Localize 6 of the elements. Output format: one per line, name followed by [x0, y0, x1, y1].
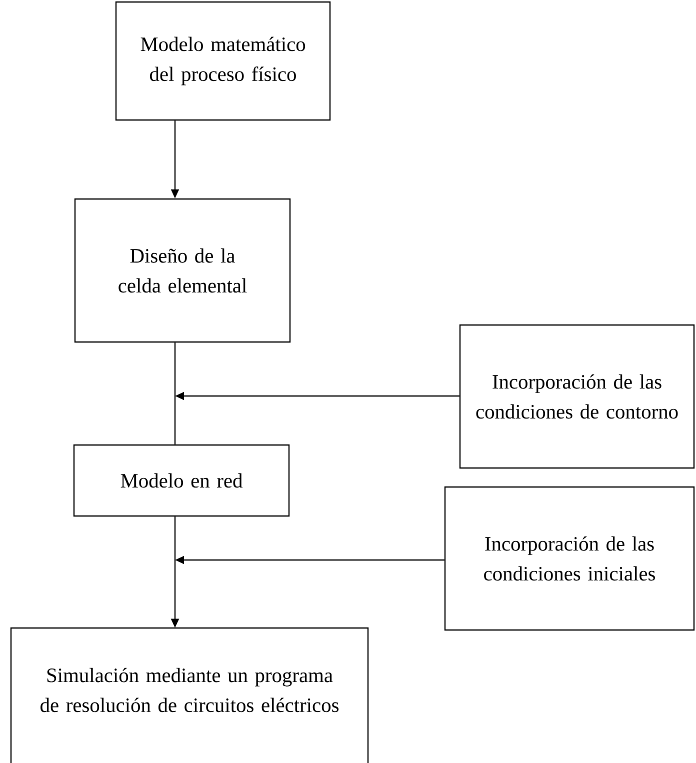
process-box: Simulación mediante un programa de resolución de circuitos eléctricos [10, 627, 369, 763]
process-box: Modelo en red [73, 444, 290, 517]
process-box: Incorporación de las condiciones iniciales [444, 486, 695, 631]
process-box: Diseño de la celda elemental [74, 198, 291, 343]
process-box: Modelo matemático del proceso físico [115, 1, 331, 121]
process-box: Incorporación de las condiciones de contorno [459, 324, 695, 469]
